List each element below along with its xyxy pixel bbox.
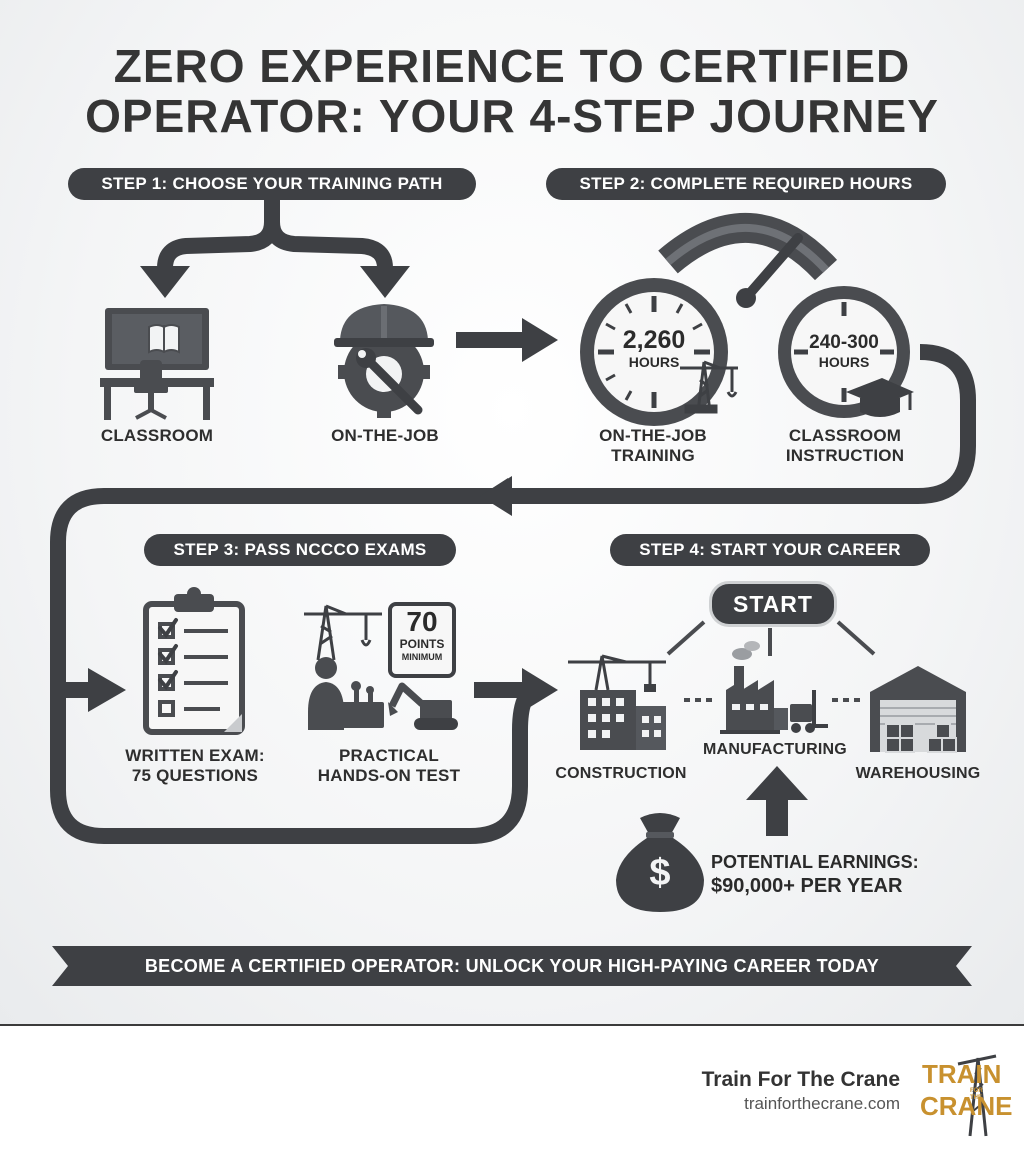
step-3-label: STEP 3: PASS NCCCO EXAMS — [144, 534, 456, 566]
path-label-classroom: CLASSROOM — [100, 426, 214, 445]
tower-crane-small-icon — [680, 360, 738, 414]
path-arrow-right-exam — [88, 668, 126, 712]
written-exam-line-1: WRITTEN EXAM: — [125, 746, 265, 765]
step-4-label: STEP 4: START YOUR CAREER — [610, 534, 930, 566]
score-line-1: POINTS — [399, 637, 445, 651]
clock-1-caption-line-2: TRAINING — [611, 446, 695, 465]
practical-test-line-2: HANDS-ON TEST — [317, 766, 461, 785]
clock-2-unit: HOURS — [818, 354, 870, 370]
brand-url[interactable]: trainforthecrane.com — [744, 1094, 900, 1113]
step-2-label: STEP 2: COMPLETE REQUIRED HOURS — [546, 168, 946, 200]
written-exam-line-2: 75 QUESTIONS — [131, 766, 259, 785]
path-arrow-right-career — [522, 668, 558, 712]
clock-1-value: 2,260 — [622, 326, 686, 354]
clipboard-icon — [143, 587, 245, 735]
practical-test-line-1: PRACTICAL — [338, 746, 439, 765]
clock-2-caption-line-1: CLASSROOM — [788, 426, 902, 445]
score-line-2: MINIMUM — [401, 652, 443, 662]
score-value: 70 — [406, 606, 438, 637]
industry-manufacturing: MANUFACTURING — [703, 741, 847, 758]
path-label-on-the-job: ON-THE-JOB — [331, 426, 439, 445]
industry-construction: CONSTRUCTION — [555, 765, 687, 782]
money-bag-icon — [616, 813, 704, 912]
earnings-line-1: POTENTIAL EARNINGS: — [711, 852, 919, 872]
clock-icon-1 — [580, 278, 728, 426]
clock-1-unit: HOURS — [628, 354, 680, 370]
construction-icon — [568, 654, 666, 750]
brand-name: Train For The Crane — [701, 1068, 900, 1091]
flow-graphics — [50, 192, 976, 912]
infographic-main: ZERO EXPERIENCE TO CERTIFIED OPERATOR: Y… — [0, 0, 1024, 1024]
step-1-label: STEP 1: CHOOSE YOUR TRAINING PATH — [68, 168, 476, 200]
warehousing-icon — [870, 666, 966, 753]
logo-line-1: TRAIN — [922, 1059, 1002, 1089]
earnings-line-2: $90,000+ PER YEAR — [711, 875, 903, 897]
up-arrow — [746, 766, 808, 836]
logo-line-2: CRANE — [920, 1091, 1013, 1121]
logo-crane-icon — [957, 1054, 997, 1137]
manufacturing-icon — [720, 641, 828, 734]
banner-shape — [52, 946, 972, 986]
title-line-1: ZERO EXPERIENCE TO CERTIFIED — [113, 40, 911, 92]
title-line-2: OPERATOR: YOUR 4-STEP JOURNEY — [85, 90, 939, 142]
graduation-cap-icon — [846, 378, 914, 417]
on-the-job-icon — [334, 304, 434, 418]
industry-warehousing: WAREHOUSING — [855, 765, 981, 782]
path-arrow-left — [480, 476, 512, 516]
score-box — [388, 602, 456, 678]
career-connectors — [666, 620, 876, 702]
footer: Train For The Crane trainforthecrane.com… — [0, 1024, 1024, 1156]
dollar-sign: $ — [649, 852, 671, 894]
classroom-icon — [100, 308, 214, 420]
brand-logo: TRAIN FOR THE CRANE — [918, 1052, 1012, 1138]
clock-2-value: 240-300 — [809, 332, 879, 353]
clock-1-caption-line-1: ON-THE-JOB — [599, 426, 707, 445]
earnings: POTENTIAL EARNINGS: $90,000+ PER YEAR — [711, 850, 919, 898]
journey-path — [50, 344, 976, 844]
gauge-arc — [658, 212, 838, 308]
clock-2-caption-line-2: INSTRUCTION — [785, 446, 905, 465]
cta-banner: BECOME A CERTIFIED OPERATOR: UNLOCK YOUR… — [144, 956, 880, 976]
split-arrow — [140, 192, 410, 298]
start-badge: START — [709, 581, 837, 627]
logo-small: FOR THE — [970, 1088, 983, 1101]
practical-test-icon — [304, 604, 458, 730]
